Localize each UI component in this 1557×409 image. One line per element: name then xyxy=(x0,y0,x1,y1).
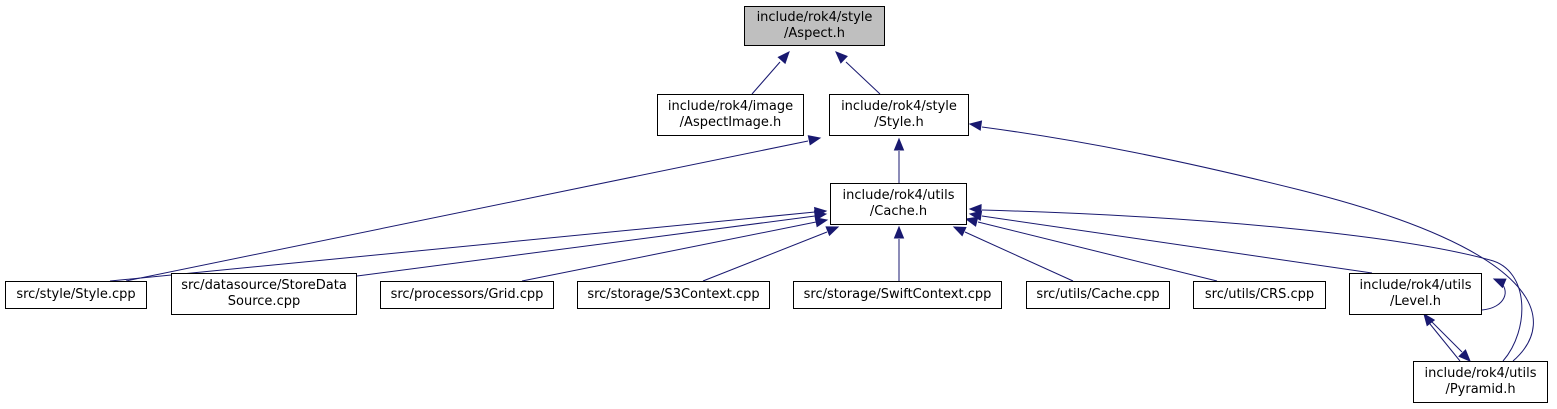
edge-aspectimage-to-aspect-arrowhead xyxy=(777,51,790,65)
node-s3context-cpp-label: src/storage/S3Context.cpp xyxy=(587,287,760,302)
node-aspect-image-h[interactable]: include/rok4/image /AspectImage.h xyxy=(657,94,804,136)
node-cache-h-line2: /Cache.h xyxy=(869,204,928,219)
edge-crscpp-to-cache-arrowhead xyxy=(964,216,979,227)
node-level-h[interactable]: include/rok4/utils /Level.h xyxy=(1349,273,1482,315)
edge-aspectimage-to-aspect xyxy=(751,61,781,95)
edge-cachecpp-to-cache xyxy=(964,231,1074,282)
edge-style-to-aspect xyxy=(845,61,881,95)
node-grid-cpp-label: src/processors/Grid.cpp xyxy=(390,287,544,302)
edge-cache-to-style-arrowhead xyxy=(893,137,905,151)
node-cache-cpp[interactable]: src/utils/Cache.cpp xyxy=(1026,281,1170,309)
node-level-h-line2: /Level.h xyxy=(1389,294,1442,309)
edge-style-to-aspect-arrowhead xyxy=(835,51,848,64)
node-style-h-line1: include/rok4/style xyxy=(841,99,957,114)
node-style-cpp[interactable]: src/style/Style.cpp xyxy=(5,281,147,309)
node-store-data-source-cpp-line1: src/datasource/StoreData xyxy=(181,278,347,293)
edge-grid-to-cache-arrowhead xyxy=(814,217,829,228)
node-pyramid-h-line1: include/rok4/utils xyxy=(1424,366,1537,381)
node-store-data-source-cpp[interactable]: src/datasource/StoreData Source.cpp xyxy=(171,273,357,315)
edge-pyramid-to-cache xyxy=(981,209,1523,362)
node-cache-h-line1: include/rok4/utils xyxy=(842,188,955,203)
node-level-h-line1: include/rok4/utils xyxy=(1359,278,1472,293)
node-grid-cpp[interactable]: src/processors/Grid.cpp xyxy=(380,281,554,309)
edge-level-to-cache xyxy=(981,215,1373,274)
node-pyramid-h-line2: /Pyramid.h xyxy=(1445,382,1516,397)
node-swiftcontext-cpp[interactable]: src/storage/SwiftContext.cpp xyxy=(793,281,1002,309)
edge-stylecpp-to-style-arrowhead xyxy=(807,135,822,146)
edge-grid-to-cache xyxy=(521,221,817,282)
node-style-cpp-label: src/style/Style.cpp xyxy=(16,287,136,302)
edge-pyramid-to-cache-arrowhead xyxy=(968,204,982,215)
node-pyramid-h[interactable]: include/rok4/utils /Pyramid.h xyxy=(1413,361,1548,403)
edge-crscpp-to-cache xyxy=(977,221,1218,282)
node-aspect-h-line1: include/rok4/style xyxy=(756,10,873,25)
node-aspect-h-line2: /Aspect.h xyxy=(784,26,845,41)
edge-s3-to-cache xyxy=(702,231,828,282)
edge-swift-to-cache-arrowhead xyxy=(893,225,905,239)
edge-pyramid-to-level xyxy=(1429,323,1461,362)
node-aspect-image-h-line1: include/rok4/image xyxy=(667,99,794,114)
edge-pyramid-to-style-arrowhead xyxy=(968,120,983,131)
edge-level-self-loop-arrowhead xyxy=(1492,278,1507,289)
node-cache-h[interactable]: include/rok4/utils /Cache.h xyxy=(830,183,967,225)
node-crs-cpp-label: src/utils/CRS.cpp xyxy=(1204,287,1315,302)
edge-stylecpp-to-style xyxy=(125,140,809,282)
edge-stylecpp-to-cache xyxy=(109,211,816,282)
node-store-data-source-cpp-line2: Source.cpp xyxy=(227,294,301,309)
edge-cachecpp-to-cache-arrowhead xyxy=(952,226,967,237)
node-swiftcontext-cpp-label: src/storage/SwiftContext.cpp xyxy=(803,287,992,302)
node-aspect-h: include/rok4/style /Aspect.h xyxy=(744,6,885,46)
edge-storedata-to-cache xyxy=(356,215,816,277)
node-style-h-line2: /Style.h xyxy=(874,115,924,130)
edge-level-to-pyramid xyxy=(1424,314,1463,353)
node-cache-cpp-label: src/utils/Cache.cpp xyxy=(1036,287,1160,302)
edge-pyramid-to-style xyxy=(981,126,1534,362)
edge-level-to-pyramid-arrowhead xyxy=(1458,349,1471,362)
node-crs-cpp[interactable]: src/utils/CRS.cpp xyxy=(1193,281,1326,309)
node-aspect-image-h-line2: /AspectImage.h xyxy=(679,115,782,130)
edge-s3-to-cache-arrowhead xyxy=(825,226,840,237)
node-style-h[interactable]: include/rok4/style /Style.h xyxy=(829,94,969,136)
edge-level-to-cache-arrowhead xyxy=(968,210,983,221)
node-s3context-cpp[interactable]: src/storage/S3Context.cpp xyxy=(577,281,770,309)
